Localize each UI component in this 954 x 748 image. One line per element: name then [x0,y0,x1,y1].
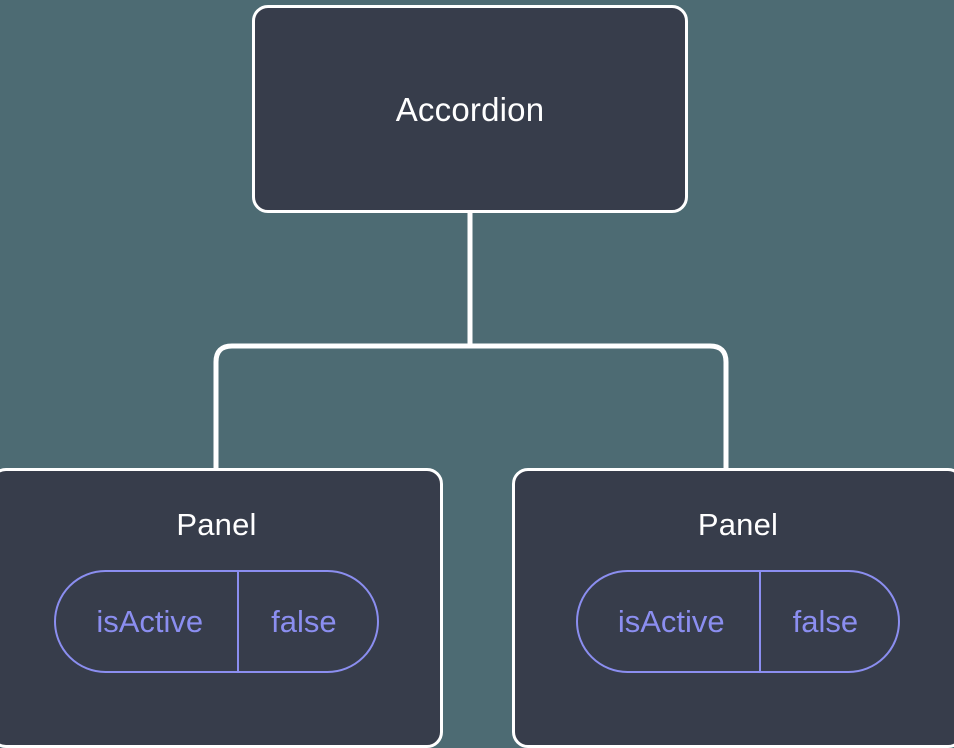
prop-value: false [271,604,337,639]
tree-node-title: Accordion [395,90,545,128]
prop-value: false [792,604,859,639]
prop-key: isActive [56,572,240,671]
tree-node-accordion[interactable]: Accordion [252,5,688,213]
edge-branch-right [470,343,729,470]
prop-key: isActive [578,572,761,671]
prop-pill[interactable]: isActive false [575,570,901,673]
prop-pill[interactable]: isActive false [54,570,379,673]
tree-node-title: Panel [697,507,779,542]
tree-node-panel-2[interactable]: Panel isActive false [512,468,954,748]
tree-node-panel-1[interactable]: Panel isActive false [0,468,443,748]
tree-node-title: Panel [176,507,257,542]
edge-branch-left [213,343,470,470]
